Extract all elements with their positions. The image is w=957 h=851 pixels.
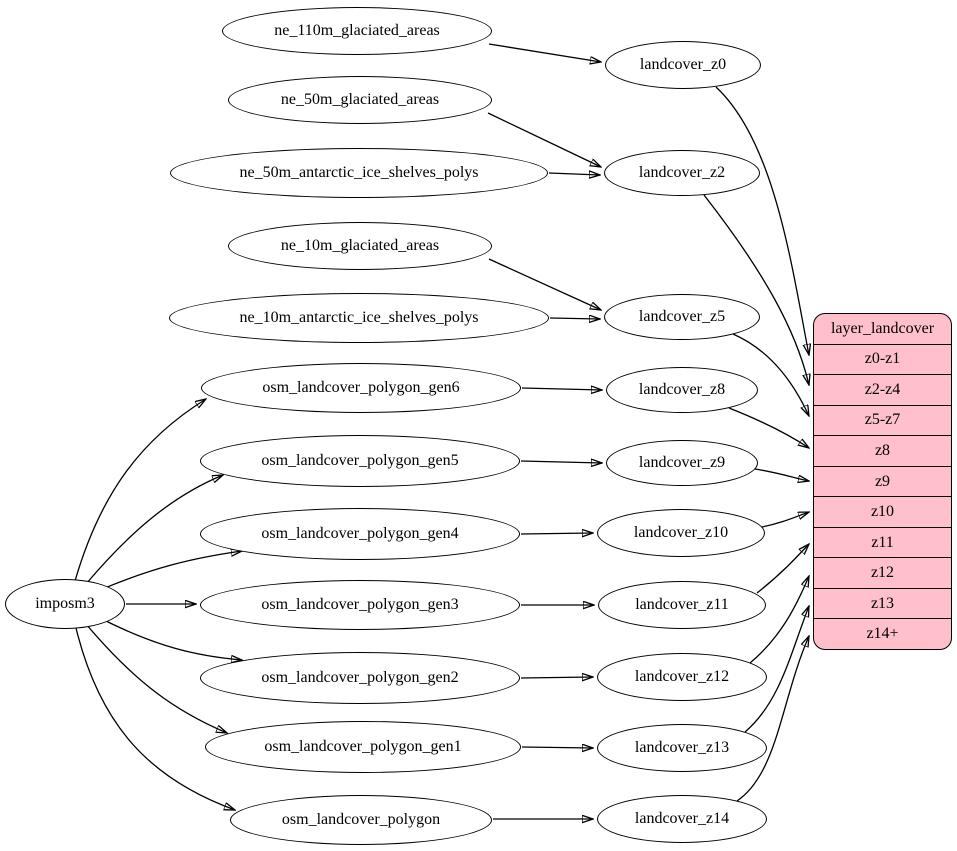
node-label: osm_landcover_polygon <box>281 811 441 828</box>
node-label: landcover_z9 <box>638 454 726 471</box>
edge-landcover_z5-row-z5-z7 <box>732 333 809 416</box>
table-title: layer_landcover <box>830 319 935 337</box>
node-label: ne_110m_glaciated_areas <box>274 22 440 39</box>
node-label: landcover_z14 <box>634 810 730 827</box>
edge-imposm3-osm_landcover_polygon <box>75 627 235 810</box>
node-label: ne_50m_antarctic_ice_shelves_polys <box>239 164 479 181</box>
node-ne_10m_glaciated_areas: ne_10m_glaciated_areas <box>228 222 492 270</box>
edge-landcover_z9-row-z9 <box>754 468 809 481</box>
edge-landcover_z14-row-z14plus <box>736 636 809 802</box>
table-row-z12: z12 <box>814 557 951 588</box>
node-label: osm_landcover_polygon_gen1 <box>264 738 462 755</box>
node-label: osm_landcover_polygon_gen6 <box>262 379 460 396</box>
node-ne_50m_glaciated_areas: ne_50m_glaciated_areas <box>228 76 492 124</box>
table-row-z2-z4: z2-z4 <box>814 374 951 405</box>
node-osm_landcover_polygon_gen3: osm_landcover_polygon_gen3 <box>200 580 520 630</box>
node-label: landcover_z13 <box>634 739 730 756</box>
node-osm_landcover_polygon_gen6: osm_landcover_polygon_gen6 <box>201 363 521 413</box>
table-row-z9: z9 <box>814 465 951 497</box>
table-row-z0-z1: z0-z1 <box>814 343 951 375</box>
node-label: landcover_z0 <box>639 56 727 73</box>
node-landcover_z12: landcover_z12 <box>597 653 767 701</box>
table-row-z8: z8 <box>814 435 951 466</box>
table-row-z5-z7: z5-z7 <box>814 404 951 436</box>
node-label: landcover_z12 <box>634 668 730 685</box>
edge-landcover_z12-row-z12 <box>749 576 809 664</box>
node-landcover_z5: landcover_z5 <box>604 294 760 340</box>
node-landcover_z14: landcover_z14 <box>597 795 767 843</box>
edge-landcover_z2-row-z2-z4 <box>703 194 809 385</box>
node-label: ne_50m_glaciated_areas <box>280 91 440 108</box>
node-label: landcover_z8 <box>638 381 726 398</box>
node-osm_landcover_polygon_gen4: osm_landcover_polygon_gen4 <box>200 508 520 560</box>
node-label: ne_10m_glaciated_areas <box>280 237 440 254</box>
node-imposm3: imposm3 <box>5 579 125 629</box>
table-row-z13: z13 <box>814 587 951 619</box>
edge-landcover_z13-row-z13 <box>744 606 809 733</box>
edge-ne_10m_glaciated_areas-landcover_z5 <box>488 258 601 310</box>
edge-ne_10m_antarctic_ice_shelves_polys-landcover_z5 <box>549 318 600 319</box>
edge-imposm3-osm_landcover_polygon_gen2 <box>99 617 242 660</box>
node-label: landcover_z10 <box>633 524 729 541</box>
node-landcover_z13: landcover_z13 <box>597 724 767 772</box>
table-row-z11: z11 <box>814 526 951 558</box>
node-landcover_z9: landcover_z9 <box>606 440 758 486</box>
edge-ne_50m_glaciated_areas-landcover_z2 <box>487 112 601 167</box>
edge-landcover_z10-row-z10 <box>761 512 809 528</box>
node-label: osm_landcover_polygon_gen5 <box>261 452 459 469</box>
node-osm_landcover_polygon_gen2: osm_landcover_polygon_gen2 <box>200 652 520 704</box>
edge-ne_50m_antarctic_ice_shelves_polys-landcover_z2 <box>548 173 600 175</box>
node-landcover_z10: landcover_z10 <box>597 509 765 557</box>
node-landcover_z2: landcover_z2 <box>604 150 760 196</box>
node-landcover_z0: landcover_z0 <box>605 41 761 89</box>
node-landcover_z8: landcover_z8 <box>606 367 758 413</box>
edge-landcover_z0-row-z0-z1 <box>715 86 809 355</box>
table-row-z14plus: z14+ <box>814 618 951 649</box>
node-landcover_z11: landcover_z11 <box>598 581 766 629</box>
edge-imposm3-osm_landcover_polygon_gen6 <box>74 399 206 582</box>
node-osm_landcover_polygon: osm_landcover_polygon <box>230 795 492 845</box>
edge-imposm3-osm_landcover_polygon_gen4 <box>99 551 242 591</box>
node-ne_50m_antarctic_ice_shelves_polys: ne_50m_antarctic_ice_shelves_polys <box>170 148 548 198</box>
node-label: landcover_z2 <box>638 164 726 181</box>
edge-osm_landcover_polygon_gen2-landcover_z12 <box>520 677 593 678</box>
node-ne_110m_glaciated_areas: ne_110m_glaciated_areas <box>222 7 492 55</box>
node-label: landcover_z5 <box>638 308 726 325</box>
edge-osm_landcover_polygon_gen5-landcover_z9 <box>520 461 602 463</box>
node-label: ne_10m_antarctic_ice_shelves_polys <box>239 309 479 326</box>
node-label: osm_landcover_polygon_gen4 <box>261 525 459 542</box>
node-label: osm_landcover_polygon_gen2 <box>261 669 459 686</box>
edge-imposm3-osm_landcover_polygon_gen5 <box>85 475 223 585</box>
edge-ne_110m_glaciated_areas-landcover_z0 <box>488 43 601 62</box>
node-osm_landcover_polygon_gen5: osm_landcover_polygon_gen5 <box>200 435 520 487</box>
edge-osm_landcover_polygon_gen6-landcover_z8 <box>521 388 602 390</box>
table-row-z10: z10 <box>814 496 951 527</box>
node-label: osm_landcover_polygon_gen3 <box>261 596 459 613</box>
table-layer_landcover: layer_landcover z0-z1 z2-z4 z5-z7 z8 z9 … <box>813 313 952 650</box>
edge-osm_landcover_polygon_gen1-landcover_z13 <box>521 747 593 748</box>
edge-osm_landcover_polygon_gen4-landcover_z10 <box>520 533 593 534</box>
node-ne_10m_antarctic_ice_shelves_polys: ne_10m_antarctic_ice_shelves_polys <box>169 293 549 343</box>
node-label: landcover_z11 <box>635 596 729 613</box>
node-label: imposm3 <box>35 595 95 612</box>
edge-landcover_z8-row-z8 <box>728 407 809 448</box>
edge-landcover_z11-row-z11 <box>756 544 809 594</box>
edge-imposm3-osm_landcover_polygon_gen1 <box>85 623 227 733</box>
node-osm_landcover_polygon_gen1: osm_landcover_polygon_gen1 <box>205 721 521 773</box>
